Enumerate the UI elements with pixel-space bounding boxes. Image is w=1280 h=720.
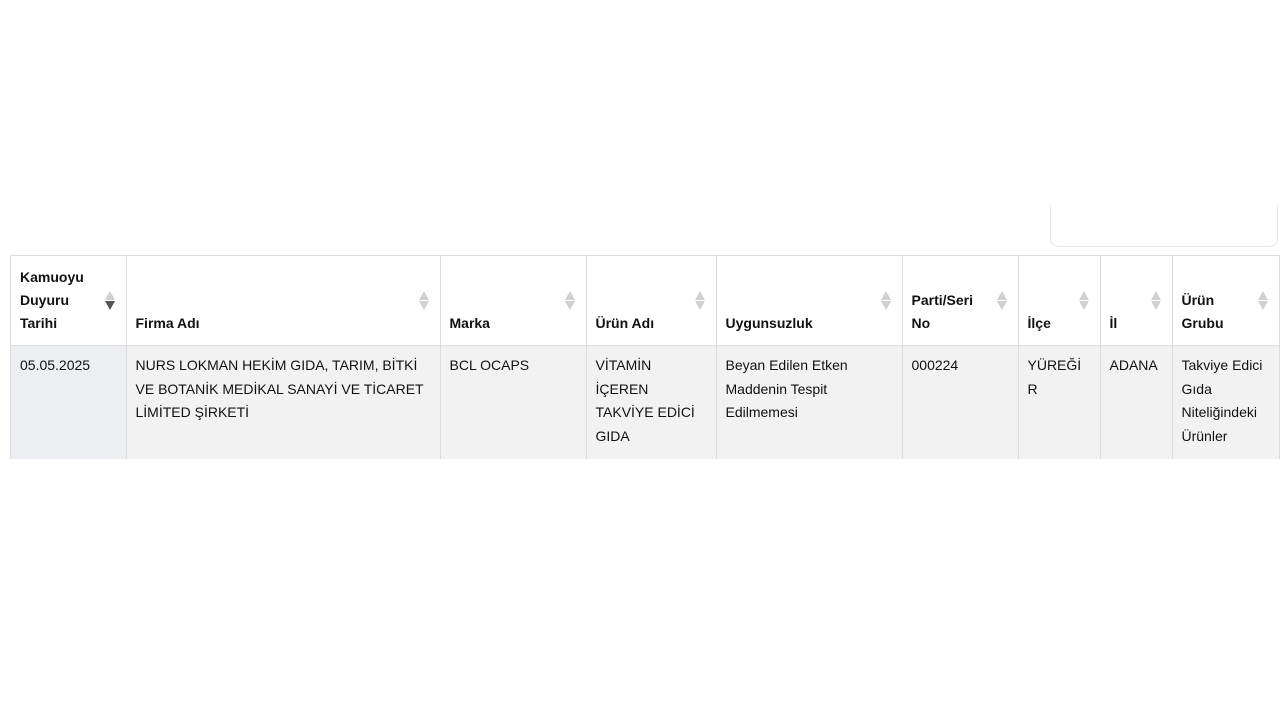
sort-icon[interactable] (694, 291, 705, 311)
cell-nonconformity: Beyan Edilen Etken Maddenin Tespit Edilm… (715, 345, 903, 459)
sort-icon[interactable] (1078, 291, 1089, 311)
sort-icon[interactable] (996, 291, 1007, 311)
table-row: 05.05.2025 NURS LOKMAN HEKİM GIDA, TARIM… (11, 345, 1279, 459)
column-header-group[interactable]: Ürün Grubu (1171, 255, 1279, 346)
column-header-label: Ürün Adı (595, 315, 655, 331)
cell-group: Takviye Edici Gıda Niteliğindeki Ürünler (1171, 345, 1279, 459)
cell-district: YÜREĞİR (1017, 345, 1101, 459)
recall-table-container: Kamuoyu Duyuru Tarihi Firma Adı Marka Ür… (10, 255, 1280, 459)
column-header-date[interactable]: Kamuoyu Duyuru Tarihi (11, 255, 127, 346)
sort-icon[interactable] (1258, 291, 1268, 311)
column-header-label: Kamuoyu Duyuru Tarihi (20, 269, 84, 331)
column-header-label: Firma Adı (135, 315, 200, 331)
column-header-brand[interactable]: Marka (439, 255, 587, 346)
column-header-label: İl (1109, 315, 1118, 331)
sort-icon[interactable] (880, 291, 891, 311)
column-header-product[interactable]: Ürün Adı (585, 255, 717, 346)
cell-batch: 000224 (901, 345, 1019, 459)
search-box[interactable] (1050, 205, 1278, 247)
sort-descending-icon[interactable] (104, 291, 115, 311)
sort-icon[interactable] (1150, 291, 1161, 311)
column-header-label: Parti/Seri No (911, 292, 973, 331)
column-header-batch[interactable]: Parti/Seri No (901, 255, 1019, 346)
cell-product: VİTAMİN İÇEREN TAKVİYE EDİCİ GIDA (585, 345, 717, 459)
cell-date: 05.05.2025 (11, 345, 127, 459)
column-header-label: Uygunsuzluk (725, 315, 813, 331)
table-header-row: Kamuoyu Duyuru Tarihi Firma Adı Marka Ür… (11, 255, 1279, 346)
recall-table: Kamuoyu Duyuru Tarihi Firma Adı Marka Ür… (11, 255, 1279, 459)
sort-icon[interactable] (564, 291, 575, 311)
cell-company: NURS LOKMAN HEKİM GIDA, TARIM, BİTKİ VE … (125, 345, 441, 459)
cell-brand: BCL OCAPS (439, 345, 587, 459)
column-header-nonconformity[interactable]: Uygunsuzluk (715, 255, 903, 346)
column-header-label: Marka (449, 315, 490, 331)
column-header-label: İlçe (1027, 315, 1051, 331)
column-header-label: Ürün Grubu (1181, 292, 1224, 331)
column-header-company[interactable]: Firma Adı (125, 255, 441, 346)
column-header-district[interactable]: İlçe (1017, 255, 1101, 346)
sort-icon[interactable] (418, 291, 429, 311)
column-header-province[interactable]: İl (1099, 255, 1173, 346)
cell-province: ADANA (1099, 345, 1173, 459)
